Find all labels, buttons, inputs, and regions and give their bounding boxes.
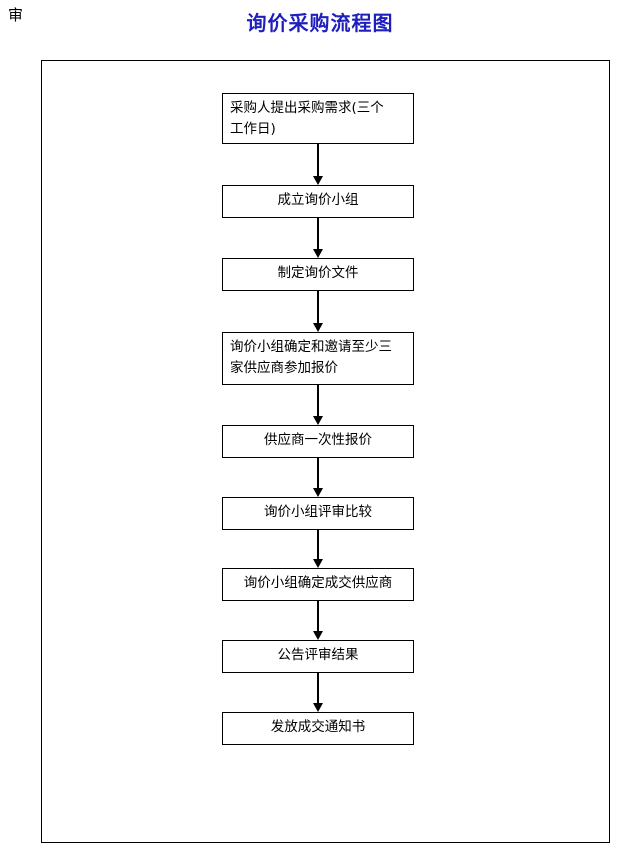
flow-node-label: 询价小组评审比较 bbox=[264, 504, 372, 520]
arrow-down-icon bbox=[312, 631, 323, 640]
flow-node[interactable]: 询价小组评审比较 bbox=[222, 497, 414, 530]
flow-node-label: 工作日) bbox=[230, 121, 276, 137]
flow-node-label: 发放成交通知书 bbox=[270, 719, 366, 735]
stray-character: 审 bbox=[8, 6, 24, 24]
arrow-down-icon bbox=[312, 249, 323, 258]
flow-node[interactable]: 询价小组确定和邀请至少三家供应商参加报价 bbox=[222, 332, 414, 385]
flow-node[interactable]: 成立询价小组 bbox=[222, 185, 414, 218]
arrow-down-icon bbox=[312, 176, 323, 185]
flow-node-label: 询价小组确定成交供应商 bbox=[243, 575, 393, 591]
flow-connector bbox=[317, 291, 319, 324]
flow-node[interactable]: 制定询价文件 bbox=[222, 258, 414, 291]
flow-node-label: 采购人提出采购需求(三个 bbox=[230, 100, 384, 116]
flow-node[interactable]: 发放成交通知书 bbox=[222, 712, 414, 745]
flow-node-label: 制定询价文件 bbox=[277, 265, 359, 281]
flow-node-label: 询价小组确定和邀请至少三 bbox=[230, 339, 392, 355]
arrow-down-icon bbox=[312, 488, 323, 497]
arrow-down-icon bbox=[312, 559, 323, 568]
flow-node-label: 公告评审结果 bbox=[277, 647, 359, 663]
flow-connector bbox=[317, 530, 319, 560]
arrow-down-icon bbox=[312, 703, 323, 712]
flow-node-label: 成立询价小组 bbox=[277, 192, 359, 208]
flow-connector bbox=[317, 458, 319, 489]
flow-node[interactable]: 采购人提出采购需求(三个工作日) bbox=[222, 93, 414, 144]
flow-node[interactable]: 公告评审结果 bbox=[222, 640, 414, 673]
arrow-down-icon bbox=[312, 416, 323, 425]
flow-node-label: 供应商一次性报价 bbox=[264, 432, 372, 448]
flow-node[interactable]: 询价小组确定成交供应商 bbox=[222, 568, 414, 601]
flow-connector bbox=[317, 144, 319, 177]
flow-connector bbox=[317, 601, 319, 632]
flow-node[interactable]: 供应商一次性报价 bbox=[222, 425, 414, 458]
flow-node-label: 家供应商参加报价 bbox=[230, 360, 338, 376]
flow-connector bbox=[317, 385, 319, 417]
flow-connector bbox=[317, 218, 319, 250]
flow-connector bbox=[317, 673, 319, 704]
arrow-down-icon bbox=[312, 323, 323, 332]
page-title: 询价采购流程图 bbox=[246, 11, 394, 35]
